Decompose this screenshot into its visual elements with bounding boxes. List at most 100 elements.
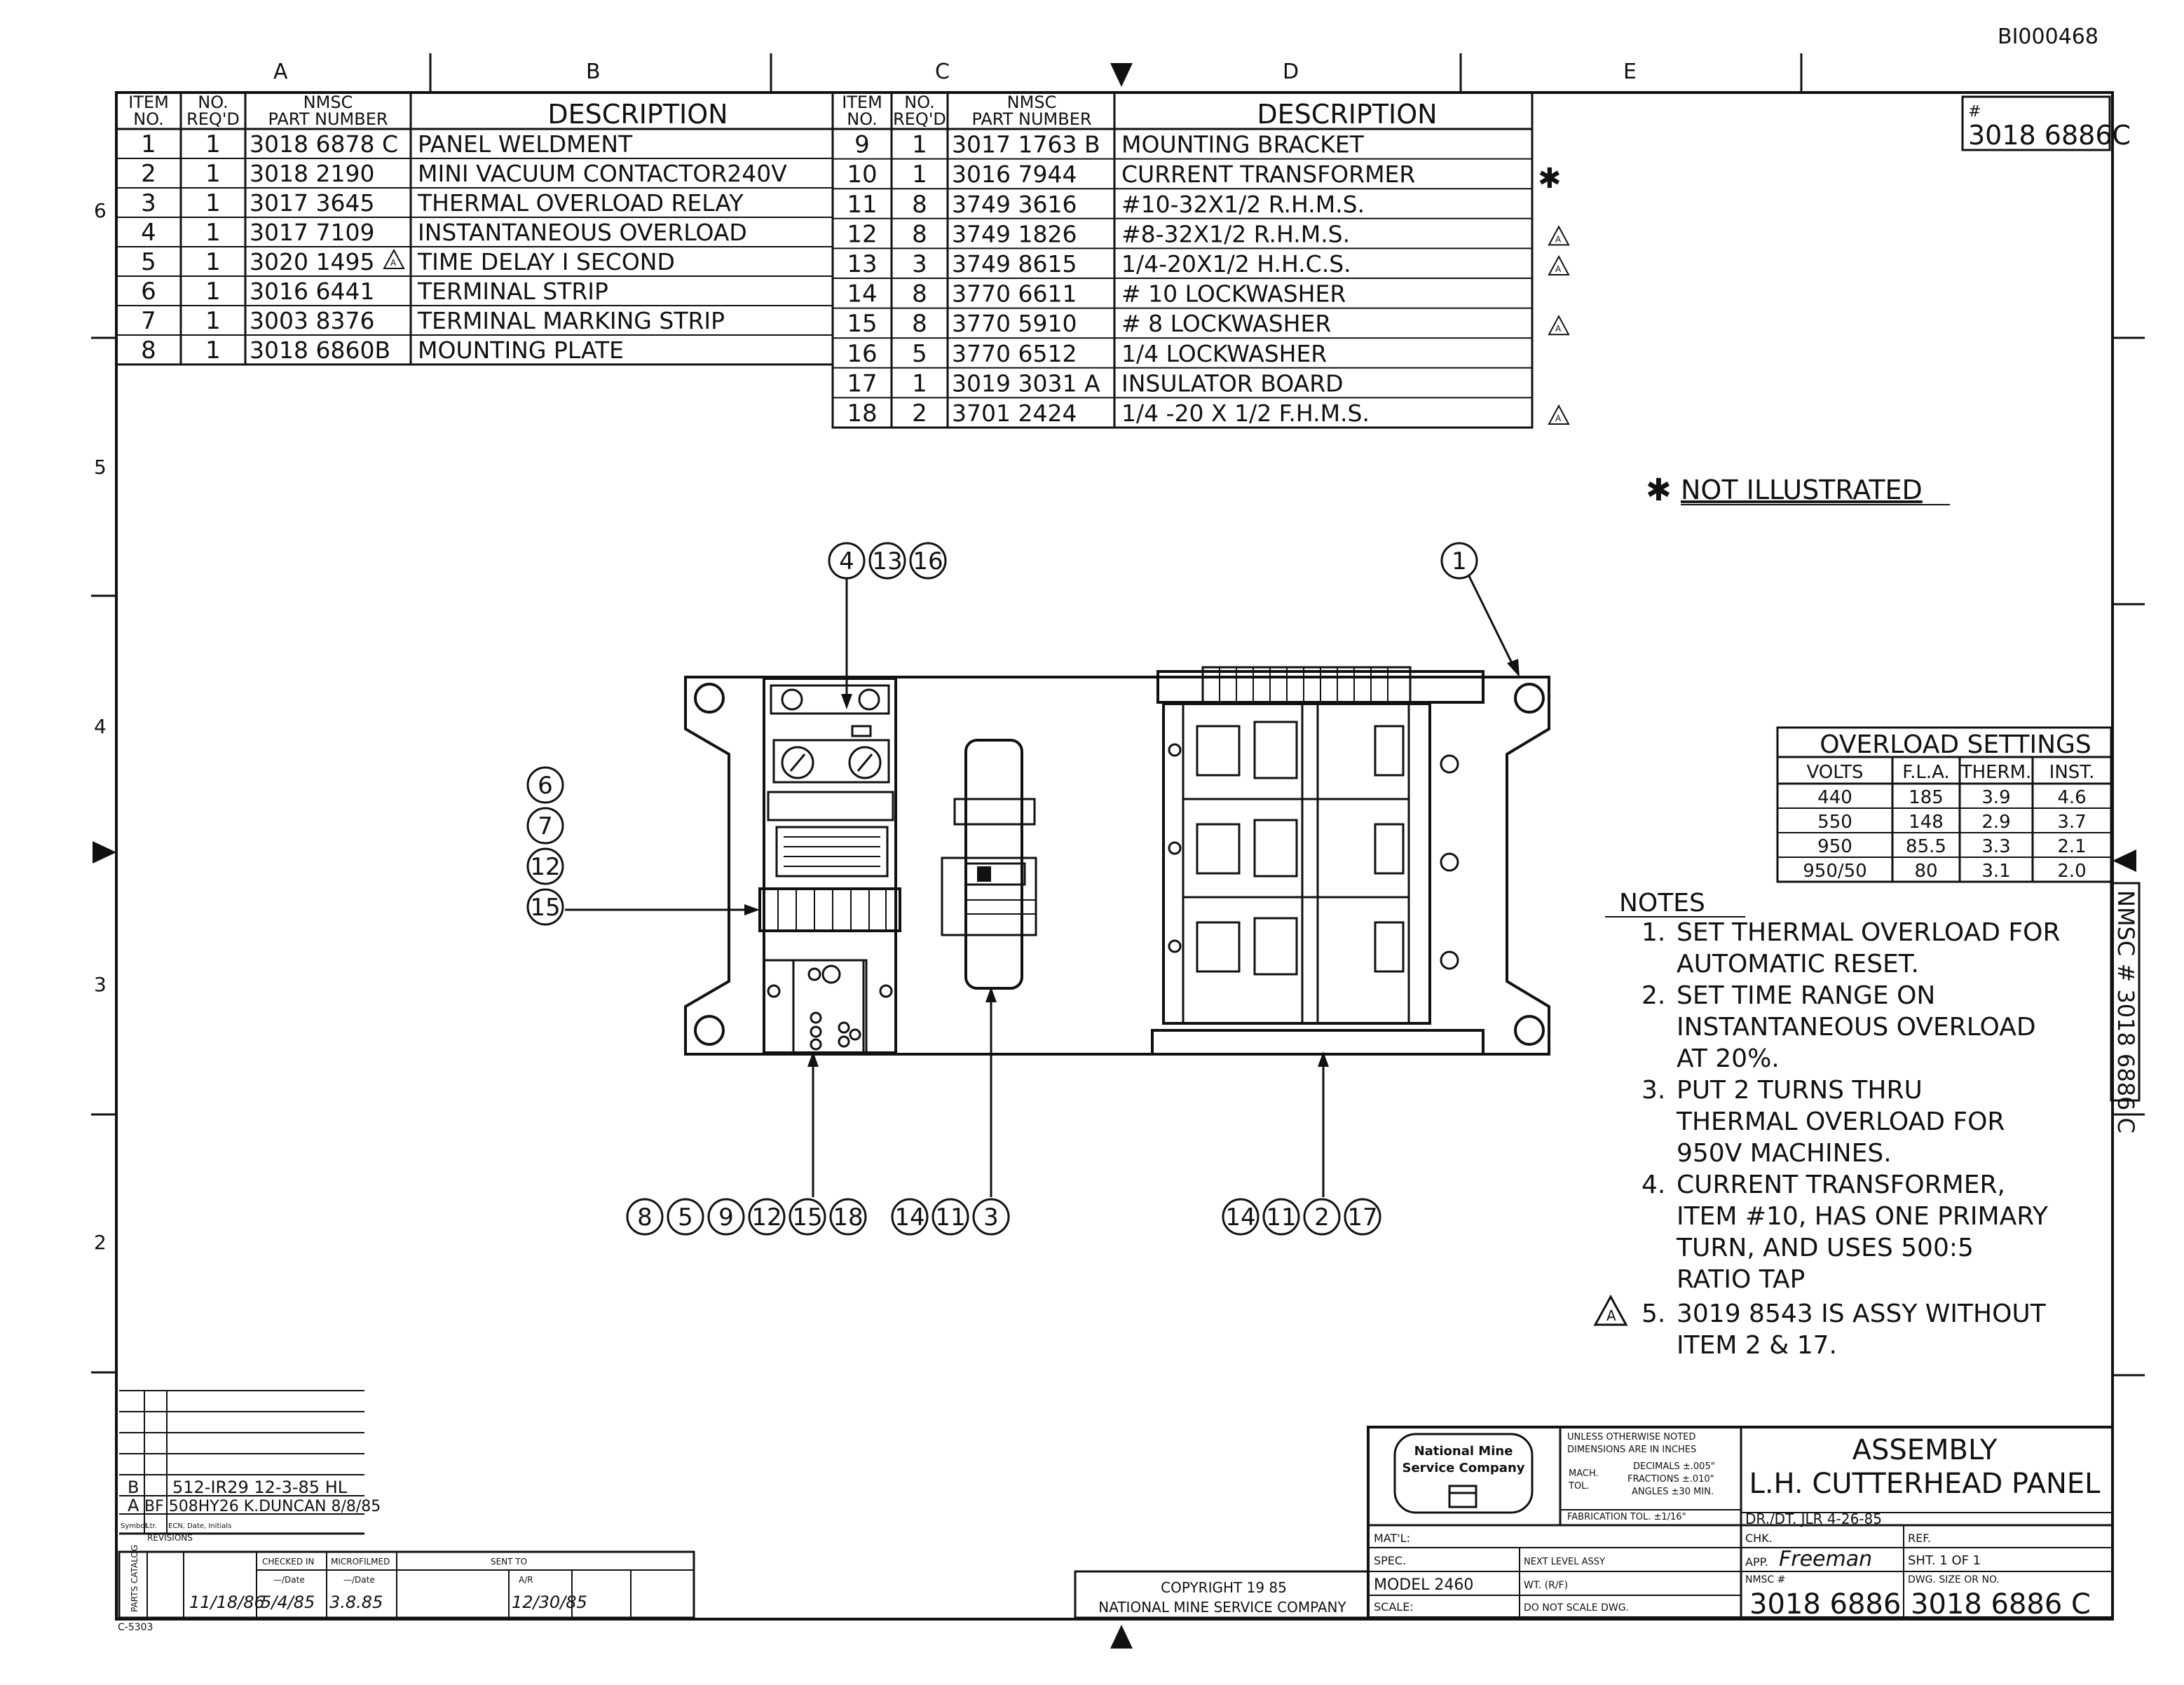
item-balloon: 3 bbox=[972, 1198, 1010, 1236]
part-number: 3749 1826 bbox=[952, 220, 1077, 247]
mach-tol-label: MACH. bbox=[1569, 1468, 1599, 1479]
part-qty: 1 bbox=[205, 160, 221, 188]
zone-number: 3 bbox=[94, 973, 107, 996]
note-line: AT 20%. bbox=[1677, 1044, 1780, 1073]
date-sublabel: —/Date bbox=[273, 1575, 305, 1585]
note-line: ITEM 2 & 17. bbox=[1677, 1331, 1837, 1360]
zone-letter: C bbox=[935, 60, 950, 84]
note-number: 4. bbox=[1642, 1171, 1665, 1199]
note-line: SET THERMAL OVERLOAD FOR bbox=[1677, 918, 2060, 947]
part-description: #8-32X1/2 R.H.M.S. bbox=[1121, 220, 1350, 247]
header-item-no: NO. bbox=[847, 109, 878, 129]
balloon-number: 2 bbox=[1314, 1203, 1330, 1232]
overload-cell: 950/50 bbox=[1803, 861, 1866, 882]
mounting-hole bbox=[1514, 1015, 1545, 1046]
revision-delta-icon: A bbox=[1548, 225, 1570, 246]
item-balloon: 2 bbox=[1303, 1198, 1341, 1236]
part-description: 1/4 -20 X 1/2 F.H.M.S. bbox=[1121, 400, 1370, 427]
delta-letter: A bbox=[390, 258, 397, 268]
balloon-number: 12 bbox=[530, 853, 560, 881]
copyright-year: COPYRIGHT 19 85 bbox=[1161, 1579, 1287, 1596]
balloon-number: 13 bbox=[872, 547, 902, 575]
note-line: THERMAL OVERLOAD FOR bbox=[1676, 1107, 2005, 1136]
note-line: SET TIME RANGE ON bbox=[1677, 981, 1935, 1010]
do-not-scale: DO NOT SCALE DWG. bbox=[1524, 1602, 1629, 1614]
material-label: MAT'L: bbox=[1374, 1531, 1410, 1545]
balloon-number: 11 bbox=[1266, 1203, 1296, 1232]
current-transformer bbox=[941, 739, 1037, 990]
delta-letter: A bbox=[1555, 264, 1562, 274]
part-number: 3017 3645 bbox=[250, 189, 374, 217]
copyright-block: COPYRIGHT 19 85 NATIONAL MINE SERVICE CO… bbox=[1074, 1570, 1370, 1619]
balloon-number: 14 bbox=[1225, 1203, 1255, 1232]
overload-title: OVERLOAD SETTINGS bbox=[1820, 730, 2091, 759]
item-balloon: 16 bbox=[909, 542, 947, 580]
part-description: MOUNTING BRACKET bbox=[1121, 131, 1365, 158]
handwritten-date: 3.8.85 bbox=[329, 1592, 383, 1612]
overload-header: THERM. bbox=[1960, 762, 2032, 783]
part-number: 3020 1495 bbox=[250, 248, 374, 275]
revision-delta-icon: A bbox=[1548, 404, 1570, 425]
terminal-strip bbox=[758, 887, 901, 932]
part-item-no: 3 bbox=[141, 189, 156, 217]
drawing-title: L.H. CUTTERHEAD PANEL bbox=[1749, 1468, 2101, 1500]
dwg-size-label: DWG. SIZE OR NO. bbox=[1908, 1574, 2000, 1585]
mounting-plate bbox=[684, 676, 1550, 1056]
note-line: ITEM #10, HAS ONE PRIMARY bbox=[1677, 1202, 2049, 1231]
item-balloon: 13 bbox=[868, 542, 906, 580]
header-item-no: NO. bbox=[133, 109, 164, 129]
part-item-no: 4 bbox=[141, 219, 156, 247]
balloon-number: 14 bbox=[894, 1203, 924, 1232]
item-balloon: 14 bbox=[891, 1198, 929, 1236]
delta-letter: A bbox=[1555, 234, 1562, 244]
part-qty: 1 bbox=[205, 189, 221, 217]
overload-cell: 4.6 bbox=[2057, 787, 2086, 808]
zone-letter: D bbox=[1283, 60, 1299, 84]
overload-cell: 148 bbox=[1909, 812, 1944, 833]
checked-in-block: CHECKED IN MICROFILMED SENT TO —/Date —/… bbox=[118, 1545, 695, 1633]
overload-cell: 550 bbox=[1817, 812, 1852, 833]
part-qty: 2 bbox=[912, 400, 927, 428]
part-description: MOUNTING PLATE bbox=[418, 336, 624, 364]
zone-number: 6 bbox=[94, 199, 107, 222]
note-line: 950V MACHINES. bbox=[1677, 1139, 1892, 1168]
document-id: BI000468 bbox=[1998, 25, 2098, 49]
note-line: AUTOMATIC RESET. bbox=[1677, 950, 1919, 978]
side-drawing-tab: NMSC # 3018 6886 C bbox=[2110, 882, 2141, 1133]
approved-label: APP. bbox=[1745, 1555, 1768, 1569]
item-balloon: 4 bbox=[828, 542, 866, 580]
part-qty: 1 bbox=[912, 131, 927, 159]
center-arrow-top bbox=[1110, 63, 1133, 87]
tolerance-line: DECIMALS ±.005" bbox=[1633, 1461, 1715, 1472]
part-qty: 1 bbox=[205, 307, 221, 335]
ct-terminal bbox=[977, 866, 991, 882]
revision-col-label: Ltr. bbox=[146, 1522, 157, 1530]
overload-header: F.L.A. bbox=[1902, 762, 1949, 783]
balloon-number: 3 bbox=[983, 1203, 999, 1232]
revision-letter: A bbox=[128, 1496, 139, 1515]
mounting-hole bbox=[694, 683, 725, 714]
header-item-no: ITEM bbox=[128, 93, 169, 112]
overload-cell: 3.7 bbox=[2057, 812, 2086, 833]
drawing-number: 3018 6886 C bbox=[1911, 1588, 2091, 1621]
note-number: 1. bbox=[1642, 918, 1665, 947]
not-illustrated-note: ✱ NOT ILLUSTRATED bbox=[1646, 472, 1950, 508]
item-balloon: 15 bbox=[789, 1198, 826, 1236]
center-arrow-right bbox=[2113, 850, 2136, 872]
logo-mark bbox=[1448, 1485, 1477, 1508]
center-arrow-left bbox=[93, 841, 116, 864]
part-description: TERMINAL STRIP bbox=[417, 278, 608, 305]
handwritten-date: 12/30/85 bbox=[512, 1592, 587, 1612]
revision-col-label: Symbol bbox=[121, 1522, 146, 1530]
weight-label: WT. (R/F) bbox=[1524, 1580, 1568, 1591]
part-number: 3018 2190 bbox=[250, 160, 374, 187]
part-qty: 1 bbox=[205, 278, 221, 306]
handwritten-date: 5/4/85 bbox=[261, 1592, 315, 1612]
part-description: 1/4-20X1/2 H.H.C.S. bbox=[1121, 250, 1351, 278]
tolerance-line: FRACTIONS ±.010" bbox=[1627, 1474, 1714, 1485]
overload-header: INST. bbox=[2049, 762, 2095, 783]
part-qty: 1 bbox=[912, 161, 927, 189]
part-number: 3018 6860B bbox=[250, 336, 390, 364]
part-qty: 8 bbox=[912, 220, 927, 248]
